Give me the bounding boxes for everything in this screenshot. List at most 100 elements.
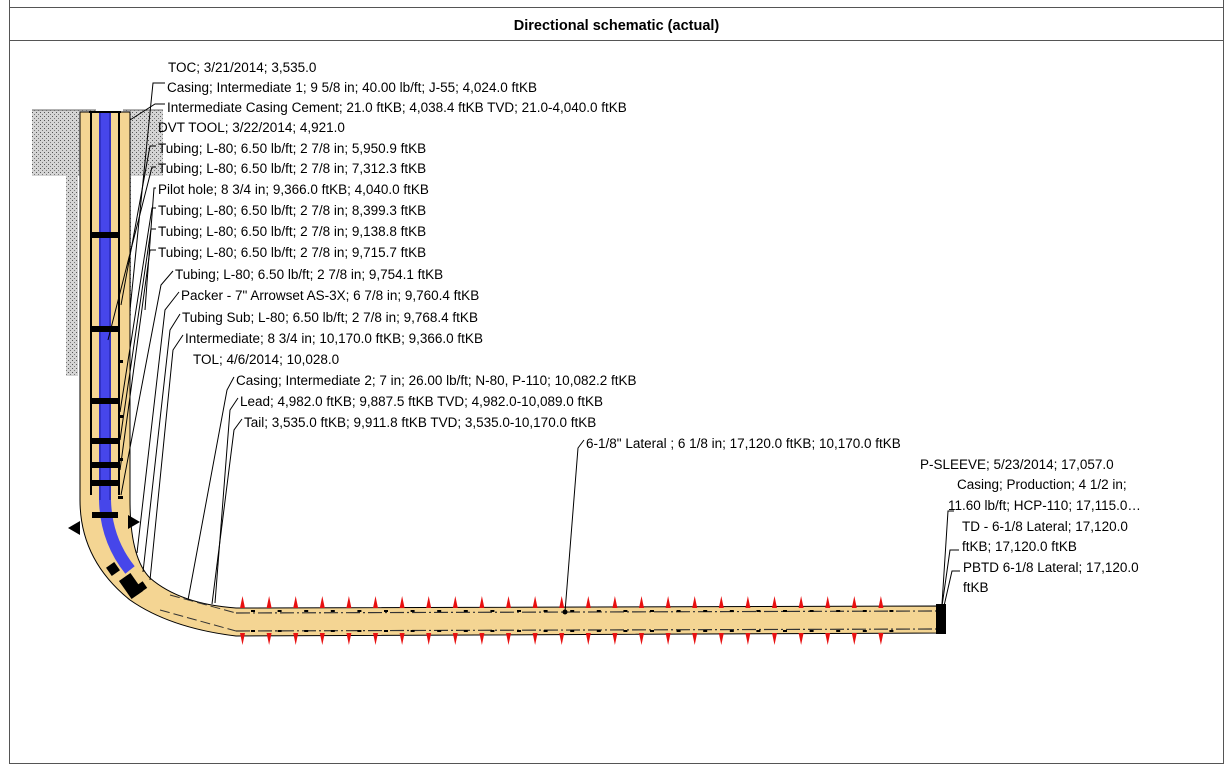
tubing-collar <box>92 512 118 518</box>
tubing-collar <box>92 232 118 238</box>
perforation <box>585 633 591 645</box>
annotation-label: ftKB; 17,120.0 ftKB <box>962 539 1077 554</box>
perforation <box>266 633 272 645</box>
tubing-collar <box>92 438 118 444</box>
leader-line <box>120 270 174 496</box>
liner-collar <box>809 610 814 612</box>
leader-line <box>211 418 243 605</box>
annotation-label: TOC; 3/21/2014; 3,535.0 <box>168 60 316 75</box>
annotation-label: Tail; 3,535.0 ftKB; 9,911.8 ftKB TVD; 3,… <box>244 415 596 430</box>
annotation-label: Tubing Sub; L-80; 6.50 lb/ft; 2 7/8 in; … <box>182 310 478 325</box>
perforation <box>479 633 485 645</box>
liner-collar <box>357 630 362 632</box>
annotation-label: TOL; 4/6/2014; 10,028.0 <box>193 352 339 367</box>
liner-collar <box>703 610 708 612</box>
liner-collar <box>889 610 894 612</box>
liner-collar <box>650 630 654 632</box>
liner-collar <box>304 610 309 612</box>
perforation <box>479 596 485 608</box>
perforation <box>399 633 405 645</box>
perforation <box>718 633 724 645</box>
liner-collar <box>330 630 335 632</box>
tubing-collar <box>92 462 118 468</box>
leader-line <box>142 313 181 573</box>
leader-line <box>187 376 235 601</box>
leader-line <box>149 334 184 581</box>
perforation <box>559 596 565 608</box>
liner-collar <box>729 630 734 632</box>
perforation <box>293 596 299 608</box>
annotation-label: Tubing; L-80; 6.50 lb/ft; 2 7/8 in; 5,95… <box>158 141 426 156</box>
annotation-label: Casing; Intermediate 2; 7 in; 26.00 lb/f… <box>236 373 637 388</box>
perforation <box>585 596 591 608</box>
tubing-string <box>99 112 135 574</box>
perforation <box>639 596 644 608</box>
liner-collar <box>570 610 575 612</box>
tubing-collar <box>118 360 123 363</box>
liner-lower <box>235 628 937 632</box>
liner-collar <box>623 630 628 632</box>
leader-line <box>564 439 585 613</box>
perforation <box>506 633 511 645</box>
tubing-collar <box>92 480 118 486</box>
perforation <box>665 596 671 608</box>
leader-line <box>941 549 959 607</box>
dvt-tool-marker-right <box>128 515 140 529</box>
annotation-label: Tubing; L-80; 6.50 lb/ft; 2 7/8 in; 9,13… <box>158 224 426 239</box>
liner-collar <box>783 630 787 632</box>
annotation-label: ftKB <box>963 580 989 595</box>
leader-line <box>119 228 156 441</box>
annotation-label: Lead; 4,982.0 ftKB; 9,887.5 ftKB TVD; 4,… <box>240 394 603 409</box>
liner-collar <box>251 630 255 632</box>
liner-collar <box>304 630 309 632</box>
toe-shoe <box>936 604 946 634</box>
perforation <box>851 596 857 608</box>
perforation <box>612 633 618 645</box>
annotation-label: PBTD 6-1/8 Lateral; 17,120.0 <box>963 560 1139 575</box>
perforation <box>665 633 671 645</box>
perforation <box>878 633 884 645</box>
perforation <box>373 633 378 645</box>
liner-collar <box>836 630 841 632</box>
perforations <box>240 596 894 645</box>
annotation-label: Packer - 7" Arrowset AS-3X; 6 7/8 in; 9,… <box>181 288 479 303</box>
perforation <box>851 633 857 645</box>
liner-collar <box>490 630 495 632</box>
liner-collar <box>623 610 628 612</box>
perforation <box>718 596 724 608</box>
liner-collar <box>277 610 282 612</box>
liner-collar <box>889 630 894 632</box>
perforation <box>266 596 272 608</box>
annotation-label: Tubing; L-80; 6.50 lb/ft; 2 7/8 in; 9,71… <box>158 245 426 260</box>
liner-collar <box>836 610 841 612</box>
perforation <box>692 633 698 645</box>
leader-line <box>129 82 165 311</box>
annotation-label: TD - 6-1/8 Lateral; 17,120.0 <box>962 519 1128 534</box>
perforation <box>745 633 751 645</box>
liner-collar <box>862 630 867 632</box>
liner-collar <box>277 630 282 632</box>
perforation <box>798 633 804 645</box>
liner-collar <box>490 610 495 612</box>
annotation-label: Tubing; L-80; 6.50 lb/ft; 2 7/8 in; 9,75… <box>175 267 443 282</box>
perforation <box>452 633 458 645</box>
perforation <box>293 633 299 645</box>
liner-collar <box>384 630 388 632</box>
perforation <box>452 596 458 608</box>
liner-collar <box>410 610 415 612</box>
perforation <box>745 596 751 608</box>
liner-collar <box>756 610 761 612</box>
perforation <box>399 596 405 608</box>
perforation <box>426 596 432 608</box>
perforation <box>240 596 245 608</box>
annotation-label: P-SLEEVE; 5/23/2014; 17,057.0 <box>920 457 1114 472</box>
tubing-collar <box>118 415 123 418</box>
perforation <box>559 633 565 645</box>
annotation-label: Pilot hole; 8 3/4 in; 9,366.0 ftKB; 4,04… <box>158 182 429 197</box>
leader-line <box>119 249 156 471</box>
tubing-collar <box>92 326 118 332</box>
tubing-collar <box>118 458 123 461</box>
tubing-collar <box>118 496 123 499</box>
perforation <box>373 596 378 608</box>
